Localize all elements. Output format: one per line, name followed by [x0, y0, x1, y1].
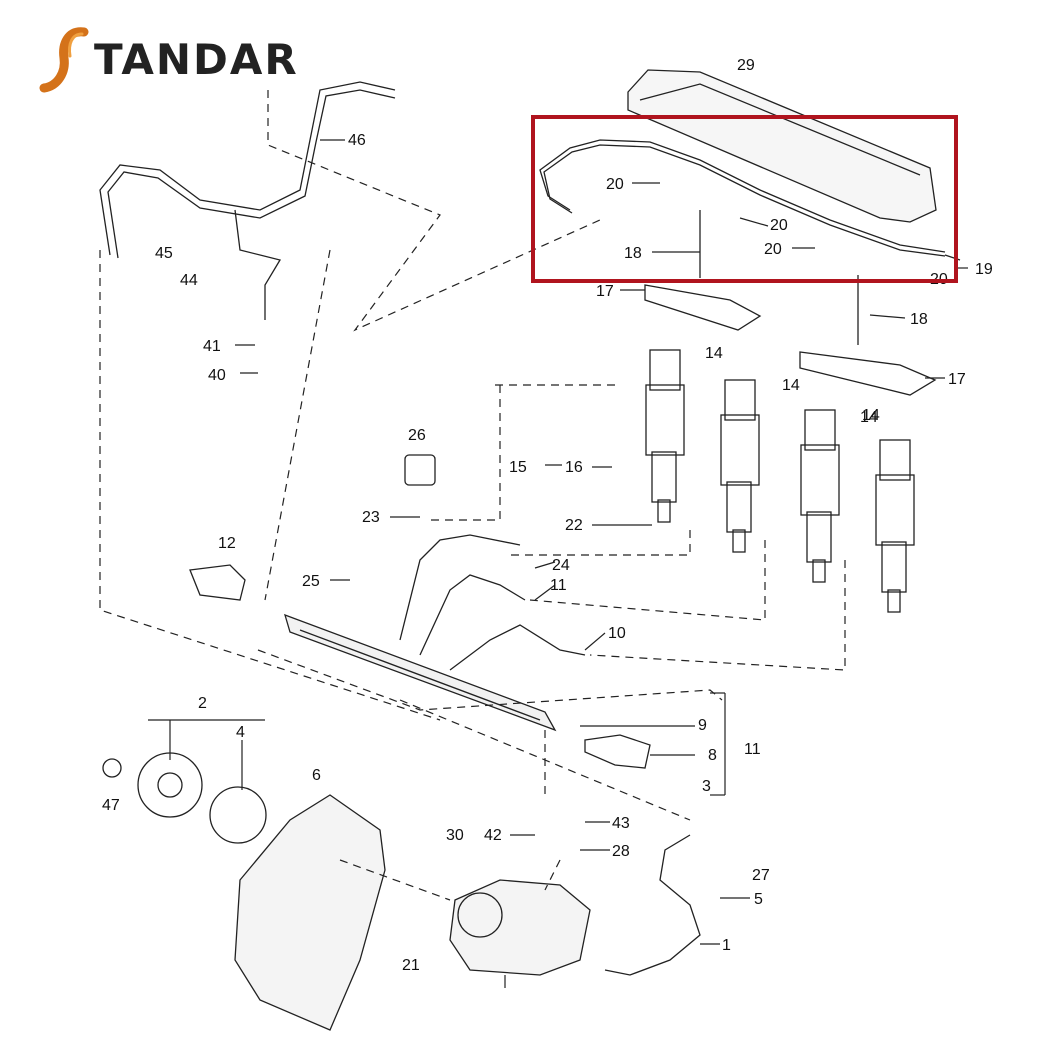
- part-label: 9: [698, 717, 707, 734]
- part-label: 11: [744, 741, 761, 758]
- part-label: 20: [764, 241, 782, 258]
- part-label: 28: [612, 843, 630, 860]
- part-label: 8: [708, 747, 717, 764]
- part-label: 14: [782, 377, 800, 394]
- brand-name: TANDAR: [94, 35, 299, 84]
- part-label: 25: [302, 573, 320, 590]
- part-label: 3: [702, 778, 711, 795]
- part-label: 46: [348, 132, 366, 149]
- part-label: 22: [565, 517, 583, 534]
- part-label: 14: [862, 407, 880, 424]
- part-label: 2: [198, 695, 207, 712]
- part-label: 14: [705, 345, 723, 362]
- part-label: 17: [596, 283, 614, 300]
- part-label: 44: [180, 272, 198, 289]
- part-label: 47: [102, 797, 120, 814]
- part-label: 20: [770, 217, 788, 234]
- part-label: 23: [362, 509, 380, 526]
- part-label: 20: [606, 176, 624, 193]
- part-label: 30: [446, 827, 464, 844]
- part-label: 10: [608, 625, 626, 642]
- part-label: 41: [203, 338, 221, 355]
- part-label: 42: [484, 827, 502, 844]
- part-label: 4: [236, 724, 245, 741]
- part-label: 21: [402, 957, 420, 974]
- part-label: 17: [948, 371, 966, 388]
- part-label: 45: [155, 245, 173, 262]
- part-label: 15: [509, 459, 527, 476]
- part-label: 11: [550, 577, 567, 594]
- part-label: 12: [218, 535, 236, 552]
- highlight-box: [531, 115, 958, 283]
- brand-logo: TANDAR: [38, 24, 299, 96]
- part-label: 27: [752, 867, 770, 884]
- part-label: 18: [624, 245, 642, 262]
- part-label: 1: [722, 937, 731, 954]
- part-label: 19: [975, 261, 993, 278]
- part-label: 29: [737, 57, 755, 74]
- part-label: 24: [552, 557, 570, 574]
- brand-logo-mark: [39, 27, 89, 93]
- part-label: 6: [312, 767, 321, 784]
- part-label: 16: [565, 459, 583, 476]
- part-label: 43: [612, 815, 630, 832]
- part-label: 40: [208, 367, 226, 384]
- part-label: 18: [910, 311, 928, 328]
- part-label: 5: [754, 891, 763, 908]
- part-label: 26: [408, 427, 426, 444]
- part-label: 14: [860, 409, 878, 426]
